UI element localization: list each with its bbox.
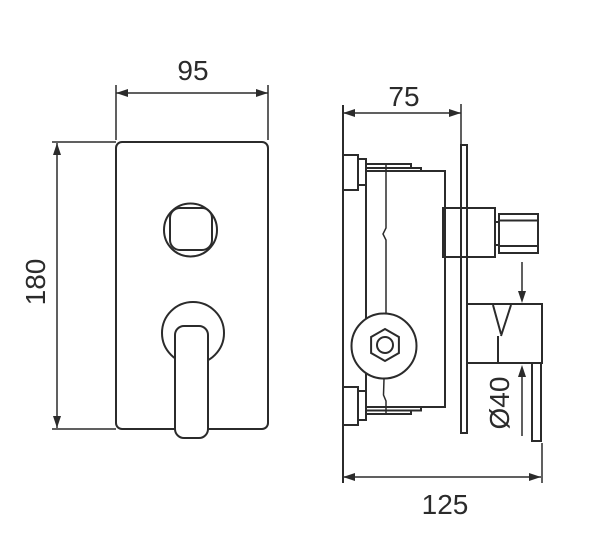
fitting-block — [342, 154, 359, 191]
center-line-lower — [382, 378, 387, 414]
lever-arm-edge — [500, 304, 512, 337]
top-inlet-fitting — [342, 154, 422, 191]
center-line-upper — [382, 165, 387, 313]
side-view: 75 — [342, 81, 543, 520]
hex-nut-icon — [370, 327, 400, 363]
arrowhead-right-icon — [529, 473, 541, 481]
diverter-knob-side — [442, 207, 539, 258]
handle-diameter-dimension: Ø40 — [484, 262, 526, 436]
fitting-step — [357, 158, 367, 186]
fitting-block — [342, 386, 359, 426]
arrowhead-right-icon — [449, 109, 461, 117]
front-height-label: 180 — [20, 259, 51, 306]
cartridge-circle — [350, 312, 418, 380]
knob-cap — [498, 213, 539, 254]
wall-plate-side — [460, 144, 468, 434]
side-depth-label: 75 — [388, 81, 419, 112]
bottom-pipe — [366, 407, 422, 415]
mixer-lever-front — [161, 301, 225, 439]
valve-body — [365, 170, 446, 408]
bottom-inlet-fitting — [342, 386, 422, 426]
front-view: 95 180 — [20, 55, 269, 439]
arrowhead-left-icon — [116, 89, 128, 97]
knob-boss — [442, 207, 496, 258]
front-width-label: 95 — [177, 55, 208, 86]
diverter-button — [163, 202, 218, 258]
lever-hub — [466, 303, 543, 364]
arrowhead-down-icon — [53, 416, 61, 428]
side-depth-dimension: 75 — [343, 81, 462, 145]
arrowhead-left-icon — [343, 473, 355, 481]
arrowhead-left-icon — [343, 109, 355, 117]
button-ring — [163, 202, 218, 258]
arrowhead-up-icon — [53, 143, 61, 155]
cartridge-bore — [376, 336, 394, 354]
side-total-depth-label: 125 — [422, 489, 469, 520]
lever-arm-edge — [492, 304, 502, 335]
arrowhead-right-icon — [256, 89, 268, 97]
arrowhead-down-icon — [518, 291, 526, 303]
lever-handle — [174, 325, 209, 439]
arrowhead-up-icon — [518, 365, 526, 377]
fitting-step — [357, 390, 367, 421]
top-pipe — [366, 163, 422, 171]
mixer-lever-side — [466, 303, 543, 442]
button-square — [169, 207, 213, 251]
front-height-dimension: 180 — [20, 141, 116, 430]
side-total-depth-dimension: 125 — [343, 443, 543, 520]
cartridge — [350, 312, 418, 380]
front-width-dimension: 95 — [115, 55, 269, 140]
lever-grip-side — [531, 362, 542, 442]
handle-diameter-label: Ø40 — [484, 377, 515, 430]
